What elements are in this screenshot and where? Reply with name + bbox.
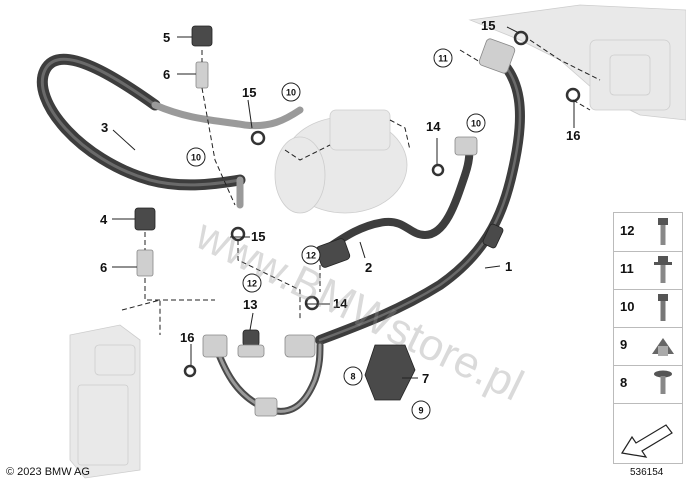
svg-text:11: 11 [438,54,448,64]
valve-6-upper[interactable] [195,61,209,89]
pressure-sensor-13[interactable] [237,329,265,358]
copyright-text: © 2023 BMW AG [6,466,90,478]
legend-row-9[interactable]: 9 [614,327,682,366]
hose-1[interactable] [315,38,525,345]
bolt-icon [658,294,668,321]
leader-lines [112,26,575,379]
flange-bolt-icon [654,256,672,283]
compressor-outline [274,109,408,214]
hose-lower[interactable] [202,334,324,417]
callout-15-mid: 15 [251,229,265,244]
callout-5: 5 [163,30,170,45]
callout-14-lower: 14 [333,296,348,311]
callout-13: 13 [243,297,257,312]
legend-row-8[interactable]: 8 [614,365,682,404]
svg-text:10: 10 [191,153,201,163]
legend-number: 12 [620,223,635,238]
callout-15-right: 15 [481,18,495,33]
clip-nut-icon [652,338,674,356]
fastener-legend: 12 11 10 9 8 [613,212,683,464]
circle-marker-10c: 10 [466,113,486,133]
callout-1: 1 [505,259,512,274]
circle-marker-12b: 12 [242,273,262,293]
screw-icon [654,370,672,394]
callout-7: 7 [422,371,429,386]
circle-marker-11: 11 [433,48,453,68]
heat-exchanger-outline [69,324,141,479]
legend-number: 10 [620,299,635,314]
hose-2[interactable] [315,136,478,268]
svg-text:8: 8 [350,372,355,382]
cap-5[interactable] [191,25,213,47]
callout-3: 3 [101,120,108,135]
legend-number: 11 [620,261,634,276]
direction-arrow-icon [621,424,673,458]
callout-14-upper: 14 [426,119,441,134]
bracket-7[interactable] [364,344,416,401]
o-rings[interactable] [183,30,581,378]
legend-number: 9 [620,337,628,352]
circle-marker-10b: 10 [186,147,206,167]
assembly-lines [121,39,601,335]
cap-4[interactable] [134,207,156,231]
svg-text:10: 10 [286,88,296,98]
hose-3[interactable] [36,53,304,209]
bolt-icon [658,218,668,245]
circle-marker-9: 9 [411,400,431,420]
callout-2: 2 [365,260,372,275]
valve-6-lower[interactable] [136,249,154,277]
svg-text:12: 12 [306,251,316,261]
legend-row-11[interactable]: 11 [614,251,682,290]
callout-4: 4 [100,212,108,227]
svg-text:10: 10 [471,119,481,129]
circle-marker-10a: 10 [281,82,301,102]
circle-marker-8: 8 [343,366,363,386]
legend-number: 8 [620,375,628,390]
callout-15-left: 15 [242,85,256,100]
circle-marker-12a: 12 [301,245,321,265]
diagram-id: 536154 [630,467,664,478]
svg-text:9: 9 [418,406,423,416]
legend-row-10[interactable]: 10 [614,289,682,328]
callout-16-left: 16 [180,330,194,345]
legend-row-12[interactable]: 12 [614,213,682,252]
callout-16-right: 16 [566,128,580,143]
callout-6-upper: 6 [163,67,170,82]
callout-6-lower: 6 [100,260,107,275]
svg-text:12: 12 [247,279,257,289]
